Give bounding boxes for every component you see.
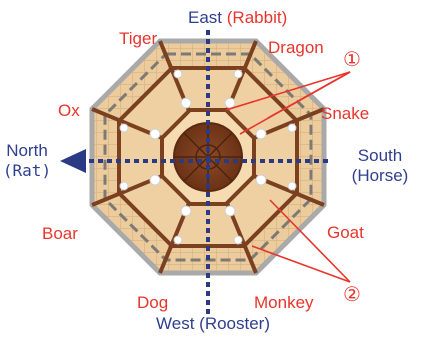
- south-sign: (Horse): [351, 166, 409, 185]
- east-text: East: [188, 8, 223, 27]
- dog-label: Dog: [137, 293, 169, 312]
- ox-label: Ox: [58, 101, 80, 120]
- north-sign: (Rat): [2, 161, 52, 180]
- east-label: East (Rabbit): [188, 8, 287, 28]
- monkey-label: Monkey: [254, 293, 314, 312]
- white-brackets: [119, 69, 297, 245]
- tiger-label: Tiger: [119, 29, 158, 48]
- boar-label: Boar: [42, 224, 78, 243]
- marker-two-pointers: [251, 199, 351, 283]
- marker-one: ①: [343, 49, 361, 71]
- north-arrow-head: [60, 149, 86, 173]
- marker-two: ②: [343, 284, 361, 306]
- north-label: North (Rat): [2, 141, 52, 181]
- south-label: South (Horse): [340, 146, 420, 186]
- marker-one-pointers: [225, 71, 351, 135]
- north-text: North: [6, 141, 48, 160]
- snake-label: Snake: [321, 104, 370, 123]
- south-text: South: [357, 146, 403, 165]
- east-sign: (Rabbit): [226, 8, 288, 27]
- west-label: West (Rooster): [156, 314, 270, 334]
- goat-label: Goat: [327, 223, 364, 242]
- west-sign: (Rooster): [199, 314, 271, 333]
- outer-beam-ring: [103, 52, 313, 262]
- west-text: West: [156, 314, 195, 333]
- dragon-label: Dragon: [268, 38, 324, 57]
